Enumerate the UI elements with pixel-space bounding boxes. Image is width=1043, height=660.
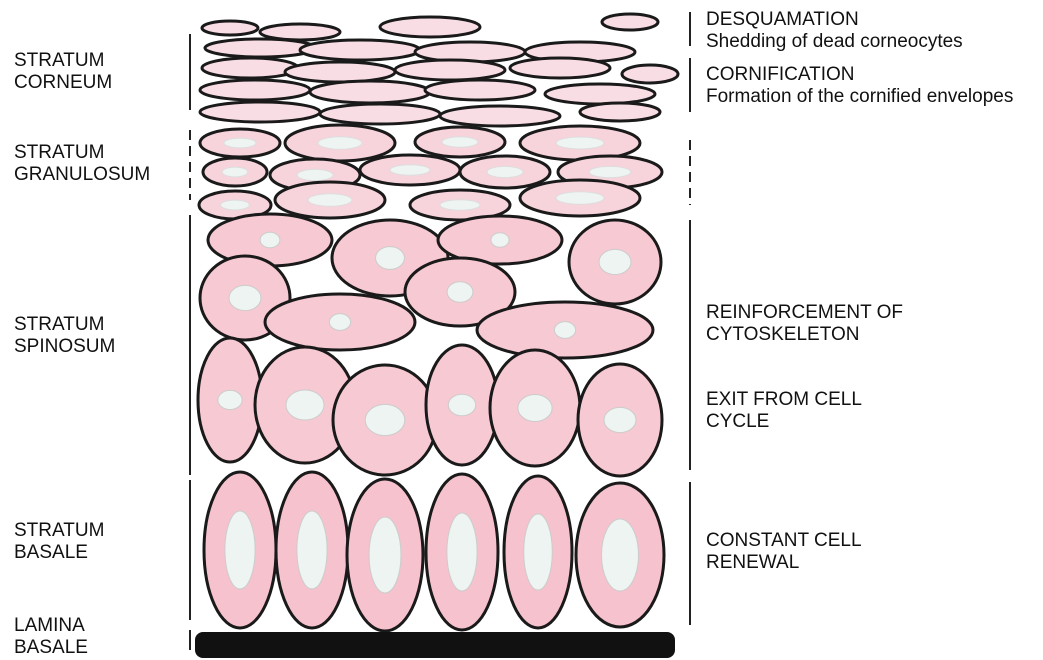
- spinous-cell-nucleus: [376, 247, 405, 270]
- spinous-cell-nucleus: [554, 322, 575, 339]
- corneocyte: [310, 81, 430, 103]
- corneocyte: [285, 62, 395, 82]
- corneocyte: [602, 14, 658, 30]
- corneocyte: [200, 80, 310, 100]
- granular-cell-nucleus: [390, 165, 430, 176]
- corneocyte: [300, 40, 420, 60]
- corneocyte: [510, 58, 610, 78]
- spinous-cell-nucleus: [365, 404, 405, 435]
- corneocyte: [202, 58, 298, 78]
- spinous-cell-nucleus: [260, 232, 280, 248]
- granulosum-cells: [199, 125, 662, 220]
- spinous-cell-nucleus: [329, 314, 350, 331]
- granular-cell-nucleus: [222, 167, 248, 177]
- corneum-cells: [200, 14, 678, 126]
- corneocyte: [320, 104, 440, 124]
- basement-membrane: [195, 632, 675, 658]
- basale-cells: [204, 472, 664, 631]
- corneocyte: [440, 106, 560, 126]
- corneocyte: [415, 42, 525, 62]
- spinous-cell-nucleus: [518, 395, 552, 422]
- granular-cell-nucleus: [318, 137, 362, 150]
- corneocyte: [260, 24, 340, 40]
- basal-cell-nucleus: [369, 517, 401, 593]
- granular-cell-nucleus: [308, 194, 352, 207]
- granular-cell-nucleus: [589, 166, 631, 177]
- granular-cell-nucleus: [487, 166, 523, 177]
- granular-cell-nucleus: [221, 200, 250, 210]
- granular-cell-nucleus: [224, 138, 256, 148]
- granular-cell-nucleus: [297, 169, 333, 180]
- corneocyte: [380, 17, 480, 37]
- spinous-cell-nucleus: [229, 285, 261, 310]
- spinous-cell-nucleus: [448, 394, 475, 416]
- corneocyte: [622, 65, 678, 83]
- spinous-cell-nucleus: [604, 407, 636, 432]
- basal-cell-nucleus: [602, 519, 639, 591]
- corneocyte: [580, 103, 660, 121]
- corneocyte: [545, 84, 655, 104]
- granular-cell-nucleus: [442, 137, 478, 148]
- corneocyte: [425, 80, 535, 100]
- basal-cell-nucleus: [225, 511, 255, 589]
- spinous-cell-nucleus: [599, 249, 631, 274]
- basal-cell-nucleus: [524, 514, 553, 590]
- granular-cell-nucleus: [556, 137, 604, 149]
- corneocyte: [395, 60, 505, 80]
- spinous-cell-nucleus: [218, 390, 242, 409]
- basal-cell-nucleus: [447, 513, 477, 591]
- spinous-cell-nucleus: [447, 282, 473, 302]
- granular-cell-nucleus: [556, 192, 604, 205]
- corneocyte: [200, 102, 320, 122]
- basal-cell-nucleus: [297, 511, 327, 589]
- spinous-cell-nucleus: [491, 233, 509, 247]
- spinous-cell-nucleus: [286, 390, 324, 420]
- corneocyte: [205, 39, 315, 57]
- corneocyte: [202, 21, 258, 35]
- spinosum-cells: [198, 214, 662, 476]
- granular-cell-nucleus: [440, 200, 480, 211]
